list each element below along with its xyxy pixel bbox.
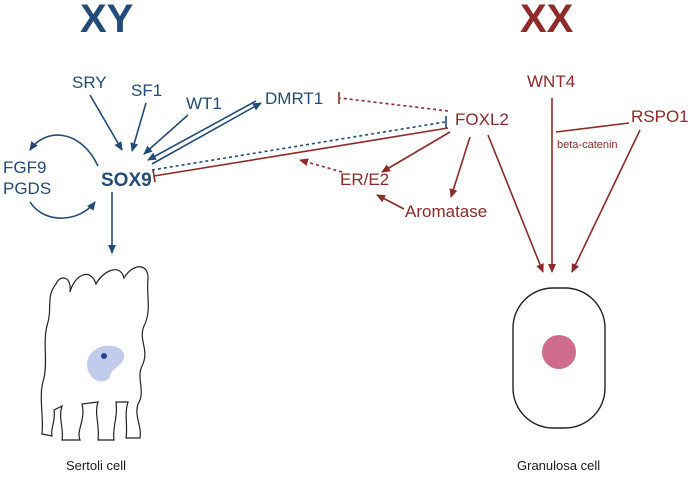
sry-to-sox9-arrow [89, 94, 123, 151]
rspo1-label: RSPO1 [631, 107, 689, 126]
foxl2-inhibits-sox9-bar [152, 169, 156, 183]
xy-title: XY [80, 0, 134, 41]
granulosa-cell-label: Granulosa cell [517, 458, 600, 473]
xy-arrows [29, 94, 447, 254]
sox9-to-fgf9-loop-arrow [29, 134, 99, 167]
er-e2-label: ER/E2 [340, 170, 389, 189]
sox9-label: SOX9 [101, 170, 152, 191]
granulosa-nucleus [542, 335, 576, 369]
sox9-inhibits-foxl2-line [151, 121, 446, 171]
sf1-label: SF1 [131, 81, 162, 100]
aromatase-label: Aromatase [405, 202, 487, 221]
granulosa-cell [512, 287, 606, 429]
foxl2-to-er-e2-arrow [381, 131, 451, 173]
beta-catenin-label: beta-catenin [557, 139, 618, 151]
foxl2-inhibits-sox9-line [153, 127, 449, 177]
dmrt1-to-sox9-arrow [147, 100, 257, 161]
sertoli-cell-label: Sertoli cell [66, 458, 126, 473]
dmrt1-label: DMRT1 [265, 89, 323, 108]
sertoli-cell-outline [40, 266, 149, 441]
er-e2-to-dmrt1-arrow [299, 158, 343, 173]
sry-label: SRY [72, 73, 107, 92]
foxl2-to-granulosa-arrow [487, 134, 544, 273]
wt1-label: WT1 [186, 94, 222, 113]
xx-arrows [152, 92, 641, 273]
foxl2-to-aromatase-arrow [449, 136, 471, 198]
wt1-to-sox9-arrow [143, 114, 189, 155]
foxl2-label: FOXL2 [455, 110, 509, 129]
xx-title: XX [520, 0, 574, 41]
fgf9-label: FGF9 [3, 158, 46, 177]
wnt4-label: WNT4 [527, 72, 575, 91]
pgds-label: PGDS [3, 179, 51, 198]
aromatase-to-er-e2-arrow [376, 194, 405, 210]
sertoli-nucleus [86, 345, 125, 382]
rspo1-to-beta-catenin-line [555, 122, 630, 133]
granulosa-cell-outline [512, 287, 606, 429]
sf1-to-sox9-arrow [130, 102, 147, 152]
foxl2-inhibits-dmrt1-line [339, 97, 449, 112]
pgds-to-sox9-loop-arrow [29, 201, 96, 219]
sox9-to-dmrt1-arrow [151, 102, 262, 165]
sertoli-cell [40, 266, 149, 441]
sertoli-nucleolus [101, 353, 107, 359]
rspo1-to-granulosa-arrow [571, 129, 641, 273]
